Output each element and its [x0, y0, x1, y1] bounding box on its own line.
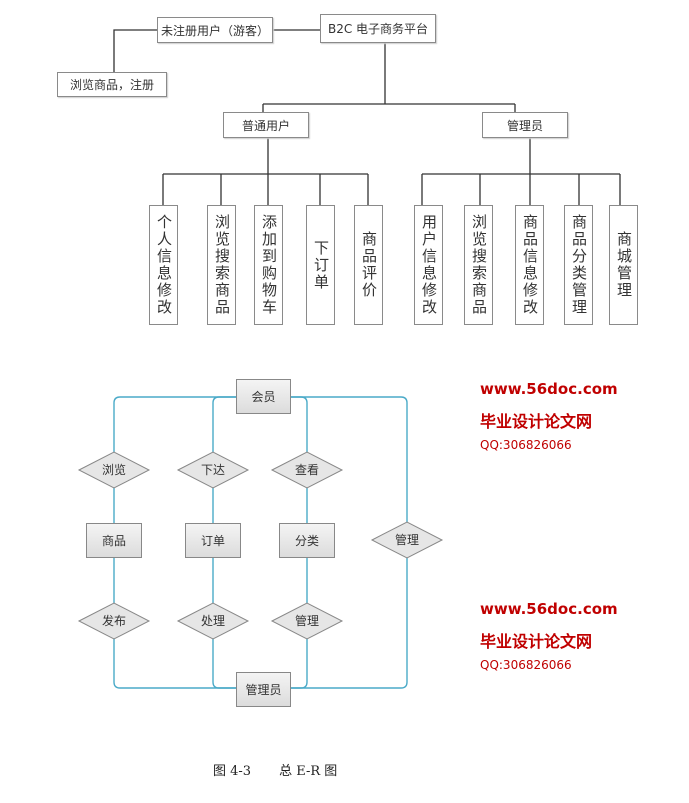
- admin-function-node: 商城管理: [609, 205, 638, 325]
- function-label: 商品分类管理: [570, 214, 588, 316]
- admin-node: 管理员: [482, 112, 568, 138]
- er-lines: [113, 396, 408, 689]
- user-function-node: 个人信息修改: [149, 205, 178, 325]
- relation-process: [176, 602, 250, 640]
- entity-category: 分类: [279, 523, 335, 558]
- function-label: 商品信息修改: [521, 214, 539, 316]
- relation-place-label: 下达: [201, 463, 225, 477]
- function-label: 添加到购物车: [260, 214, 278, 316]
- figure-caption: 图 4-3 总 E-R 图: [213, 760, 365, 779]
- figure-title: 总 E-R 图: [279, 764, 338, 779]
- guest-node: 未注册用户（游客）: [157, 17, 273, 43]
- admin-function-node: 用户信息修改: [414, 205, 443, 325]
- watermark-qq: QQ:306826066: [480, 658, 572, 672]
- watermark-name: 毕业设计论文网: [480, 632, 593, 651]
- function-label: 浏览搜索商品: [470, 214, 488, 316]
- hierarchy-lines: [113, 29, 621, 205]
- user-node: 普通用户: [223, 112, 309, 138]
- user-function-node: 添加到购物车: [254, 205, 283, 325]
- relation-place: [176, 451, 250, 489]
- watermark-qq: QQ:306826066: [480, 438, 572, 452]
- relation-browse-label: 浏览: [102, 462, 126, 477]
- watermark-site: www.56doc.com: [480, 600, 618, 618]
- relation-manage-member: [370, 521, 444, 559]
- user-function-node: 下订单: [306, 205, 335, 325]
- function-label: 个人信息修改: [155, 214, 173, 316]
- relation-publish-label: 发布: [102, 613, 126, 628]
- entity-admin: 管理员: [236, 672, 291, 707]
- relation-manage-category-label: 管理: [295, 613, 319, 628]
- user-function-node: 商品评价: [354, 205, 383, 325]
- admin-function-node: 商品信息修改: [515, 205, 544, 325]
- watermark-site: www.56doc.com: [480, 380, 618, 398]
- guest-action-node: 浏览商品，注册: [57, 72, 167, 97]
- function-label: 下订单: [312, 239, 330, 291]
- function-label: 浏览搜索商品: [213, 214, 231, 316]
- relation-view-label: 查看: [295, 463, 319, 477]
- figure-number: 图 4-3: [213, 764, 252, 779]
- relation-manage-category: [270, 602, 344, 640]
- relation-view: [270, 451, 344, 489]
- entity-product: 商品: [86, 523, 142, 558]
- admin-function-node: 商品分类管理: [564, 205, 593, 325]
- function-label: 商城管理: [615, 231, 633, 299]
- relation-manage-member-label: 管理: [395, 532, 419, 547]
- relation-browse: [77, 451, 151, 489]
- platform-node: B2C 电子商务平台: [320, 14, 436, 43]
- entity-member: 会员: [236, 379, 291, 414]
- admin-function-node: 浏览搜索商品: [464, 205, 493, 325]
- relation-publish: [77, 602, 151, 640]
- user-function-node: 浏览搜索商品: [207, 205, 236, 325]
- watermark-name: 毕业设计论文网: [480, 412, 593, 431]
- function-label: 用户信息修改: [420, 214, 438, 316]
- function-label: 商品评价: [360, 231, 378, 299]
- entity-order: 订单: [185, 523, 241, 558]
- relation-process-label: 处理: [201, 614, 225, 628]
